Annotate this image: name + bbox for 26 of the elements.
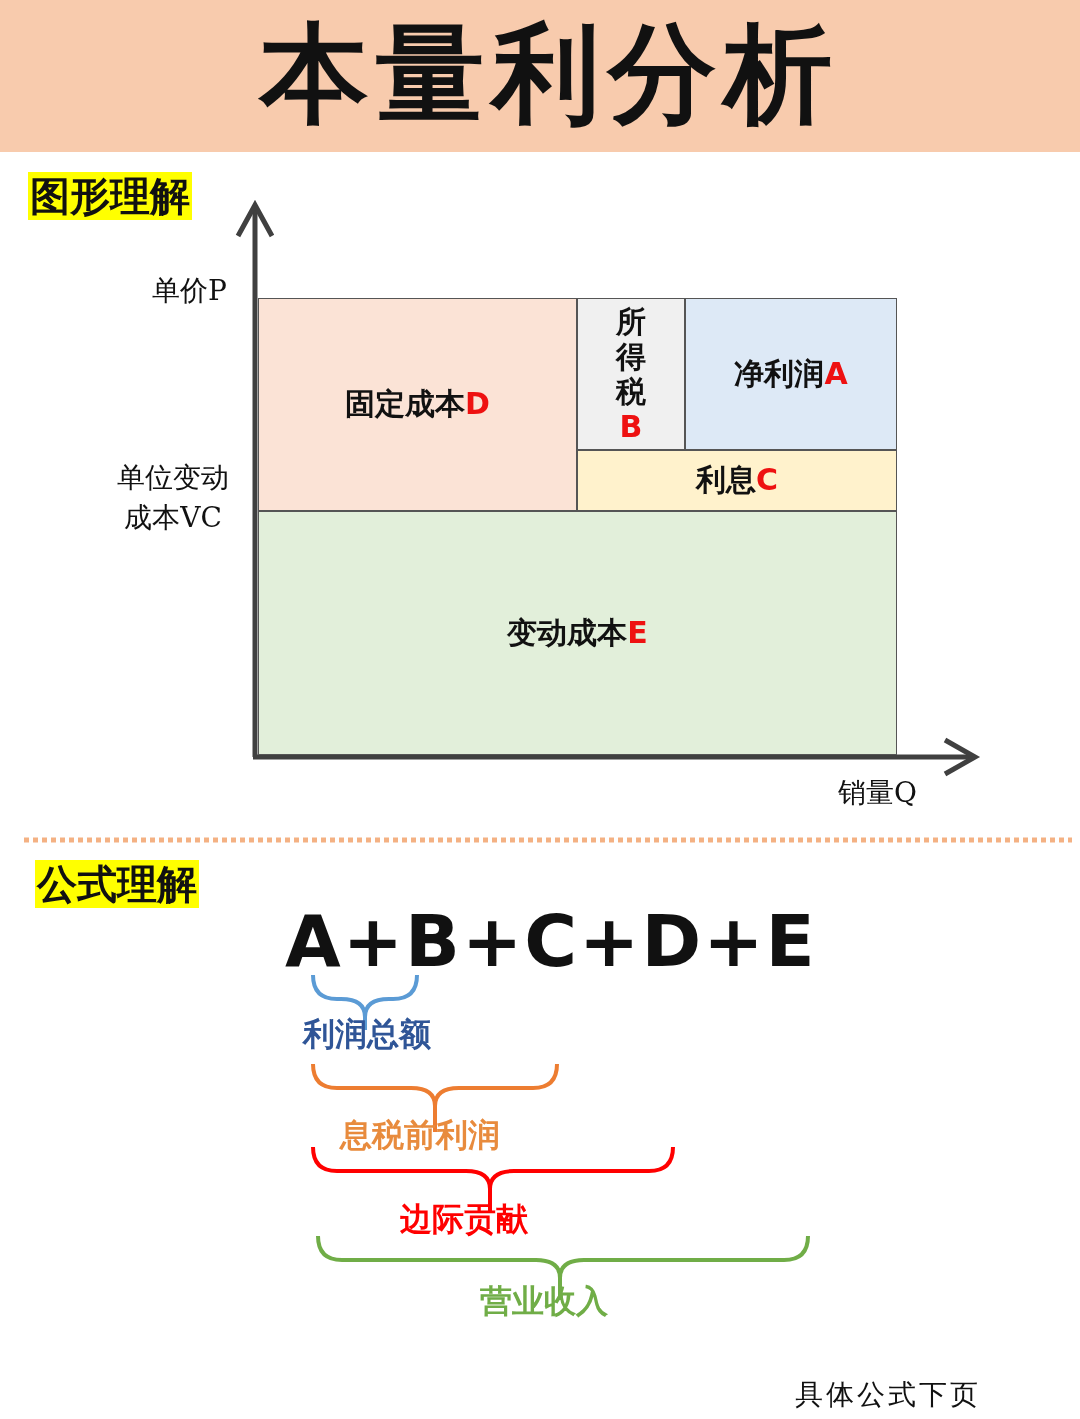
area-letter: D <box>465 386 490 421</box>
sum-label: 息税前利润 <box>340 1116 500 1155</box>
axis-label: 单价P <box>152 274 227 308</box>
section-heading: 公式理解 <box>35 860 199 908</box>
area-label: 所得税 <box>614 304 647 409</box>
sum-label: 利润总额 <box>303 1015 431 1054</box>
area-letter: E <box>627 614 648 650</box>
axis-label: 销量Q <box>838 776 917 810</box>
area-letter: A <box>824 355 848 391</box>
variable-cost-area <box>258 511 897 755</box>
area-label: 净利润 <box>734 355 825 391</box>
sum-label: 边际贡献 <box>400 1200 528 1239</box>
area-label: 变动成本 <box>507 614 628 650</box>
area-label: 利息 <box>696 462 756 497</box>
area-label: 固定成本 <box>345 386 466 421</box>
interest-area <box>577 450 897 511</box>
net-profit-area <box>685 298 897 450</box>
area-letter: C <box>756 462 778 497</box>
axis-label: 单位变动成本VC <box>116 460 230 536</box>
area-letter: B <box>618 409 644 444</box>
title: 本量利分析 <box>257 9 841 138</box>
tax-area <box>577 298 685 450</box>
fixed-cost-area <box>258 298 577 511</box>
footnote: 具体公式下页 <box>795 1378 981 1412</box>
formula: A+B+C+D+E <box>285 898 817 985</box>
section-heading: 图形理解 <box>28 172 192 220</box>
